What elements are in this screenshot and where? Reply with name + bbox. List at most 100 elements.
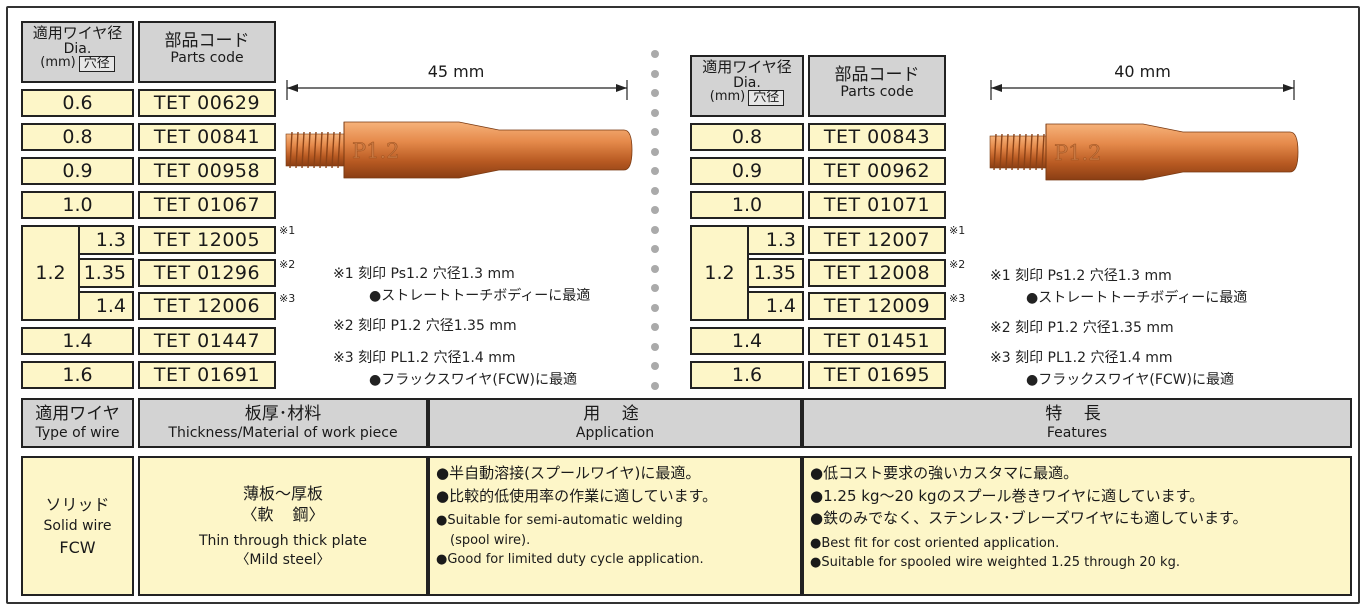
spec-header-application-jp: 用 途: [583, 404, 647, 425]
right-dimension-arrow: [990, 80, 1295, 100]
spec-header-features-en: Features: [1046, 424, 1108, 441]
right-code-value: TET 12007: [823, 229, 931, 251]
right-code-cell: TET 12008: [808, 259, 946, 287]
left-dia-header-en: Dia.: [63, 40, 92, 57]
left-code-value: TET 12006: [153, 295, 261, 317]
spec-application-line: ●比較的低使用率の作業に適しています。: [436, 486, 718, 505]
divider-dot: [651, 303, 659, 312]
spec-header-wire-en: Type of wire: [35, 424, 120, 441]
left-code-cell: TET 01691: [138, 361, 276, 389]
left-dia-value: 0.9: [62, 160, 93, 182]
spec-features-line: ●鉄のみでなく、ステンレス･ブレーズワイヤにも適しています。: [810, 509, 1248, 527]
left-dimension-label: 45 mm: [427, 62, 485, 81]
left-group-dia-value: 1.2: [35, 262, 66, 284]
right-hole-label: 穴径: [748, 90, 785, 107]
left-code-cell: TET 00958: [138, 157, 276, 185]
right-code-cell: TET 12007: [808, 226, 946, 254]
right-dia-header-en: Dia.: [733, 74, 761, 91]
spec-application-line: ●半自動溶接(スプールワイヤ)に最適。: [436, 464, 701, 482]
spec-features-line: ●低コスト要求の強いカスタマに最適。: [810, 464, 1079, 482]
right-dimension-label: 40 mm: [1114, 62, 1171, 81]
left-group-dia-cell: 1.2: [21, 225, 80, 321]
right-dia-value: 0.9: [731, 160, 763, 182]
right-dia-value: 1.0: [731, 194, 763, 216]
left-hole-cell: 1.4: [78, 291, 134, 321]
left-hole-label: 穴径: [78, 56, 115, 73]
right-hole-value: 1.35: [753, 262, 796, 284]
left-code-value: TET 01296: [153, 262, 261, 284]
left-dia-header: 適用ワイヤ径 Dia. (mm) 穴径: [21, 21, 134, 83]
left-hole-value: 1.35: [83, 262, 126, 284]
left-note-1: ※1 刻印 Ps1.2 穴径1.3 mm: [333, 266, 515, 282]
left-dia-value: 1.4: [62, 330, 93, 352]
divider-dot: [651, 381, 659, 390]
right-group-dia-cell: 1.2: [690, 225, 749, 321]
right-hole-cell: 1.3: [747, 225, 804, 255]
left-dia-value: 1.0: [62, 194, 93, 216]
left-hole-cell: 1.3: [78, 225, 134, 255]
right-code-cell: TET 00962: [808, 157, 946, 185]
divider-dot: [651, 245, 659, 254]
spec-header-wire-jp: 適用ワイヤ: [35, 404, 120, 425]
spec-header-application-en: Application: [575, 424, 655, 441]
right-hole-cell: 1.4: [747, 291, 804, 321]
left-dia-value: 0.6: [62, 92, 93, 114]
page-frame: [6, 6, 1360, 604]
right-dia-header-jp: 適用ワイヤ径: [702, 58, 792, 76]
spec-material-en: Thin through thick plate: [198, 532, 368, 549]
left-code-value: TET 01447: [153, 330, 261, 352]
right-hole-value: 1.3: [765, 229, 796, 251]
left-code-cell: TET 00841: [138, 123, 276, 151]
spec-wire-jp: ソリッド: [45, 494, 110, 514]
right-code-value: TET 12009: [823, 295, 931, 317]
right-dia-header: 適用ワイヤ径 Dia. (mm) 穴径: [690, 55, 804, 117]
left-dia-cell: 0.8: [21, 123, 134, 151]
right-dia-value: 1.4: [731, 330, 763, 352]
spec-wire-fcw: FCW: [59, 538, 96, 558]
left-code-cell: TET 01447: [138, 327, 276, 355]
left-code-header-en: Parts code: [170, 49, 244, 66]
left-note-2: ※2 刻印 P1.2 穴径1.35 mm: [333, 318, 517, 334]
divider-dot: [651, 323, 659, 332]
spec-application-line: ●Suitable for semi-automatic welding: [436, 513, 683, 528]
spec-application-line: (spool wire).: [450, 532, 531, 548]
right-code-value: TET 12008: [823, 262, 931, 284]
left-dia-header-jp: 適用ワイヤ径: [32, 24, 123, 42]
right-code-value: TET 00962: [823, 160, 931, 182]
spec-features-line: ●Best fit for cost oriented application.: [810, 535, 1060, 551]
right-dia-cell: 1.4: [690, 327, 804, 355]
left-dia-value: 1.6: [62, 364, 93, 386]
right-code-header: 部品コード Parts code: [808, 55, 946, 117]
left-code-value: TET 00629: [153, 92, 261, 114]
left-code-cell: TET 01296: [138, 259, 276, 287]
divider-dot: [651, 147, 659, 156]
right-code-header-en: Parts code: [840, 83, 914, 100]
right-note-1: ※1 刻印 Ps1.2 穴径1.3 mm: [990, 268, 1172, 284]
spec-features-cell: ●低コスト要求の強いカスタマに最適。 ●1.25 kg〜20 kgのスプール巻き…: [802, 456, 1352, 596]
left-hole-value: 1.4: [95, 295, 126, 317]
right-dia-cell: 0.8: [690, 123, 804, 151]
left-dia-cell: 1.4: [21, 327, 134, 355]
left-dia-cell: 0.6: [21, 89, 134, 117]
divider-dot: [651, 186, 659, 195]
right-code-cell: TET 01071: [808, 191, 946, 219]
spec-header-wire: 適用ワイヤ Type of wire: [21, 398, 134, 448]
left-code-value: TET 00841: [153, 126, 261, 148]
spec-features-line: ●Suitable for spooled wire weighted 1.25…: [810, 555, 1180, 570]
left-footnote-mark: ※2: [279, 258, 296, 271]
right-hole-value: 1.4: [765, 295, 796, 317]
divider-dot: [651, 362, 659, 371]
left-code-header-jp: 部品コード: [164, 31, 250, 51]
right-code-cell: TET 00843: [808, 123, 946, 151]
left-dia-cell: 1.0: [21, 191, 134, 219]
spec-header-features: 特 長 Features: [802, 398, 1352, 448]
left-dia-cell: 0.9: [21, 157, 134, 185]
right-code-header-jp: 部品コード: [834, 65, 920, 85]
spec-application-line: ●Good for limited duty cycle application…: [436, 552, 704, 567]
left-code-value: TET 01067: [153, 194, 261, 216]
contact-tip-45mm-image: P1.2: [285, 121, 633, 179]
spec-features-line: ●1.25 kg〜20 kgのスプール巻きワイヤに適しています。: [810, 486, 1205, 505]
right-code-value: TET 01071: [823, 194, 931, 216]
divider-dot: [651, 342, 659, 351]
divider-dot: [651, 167, 659, 176]
